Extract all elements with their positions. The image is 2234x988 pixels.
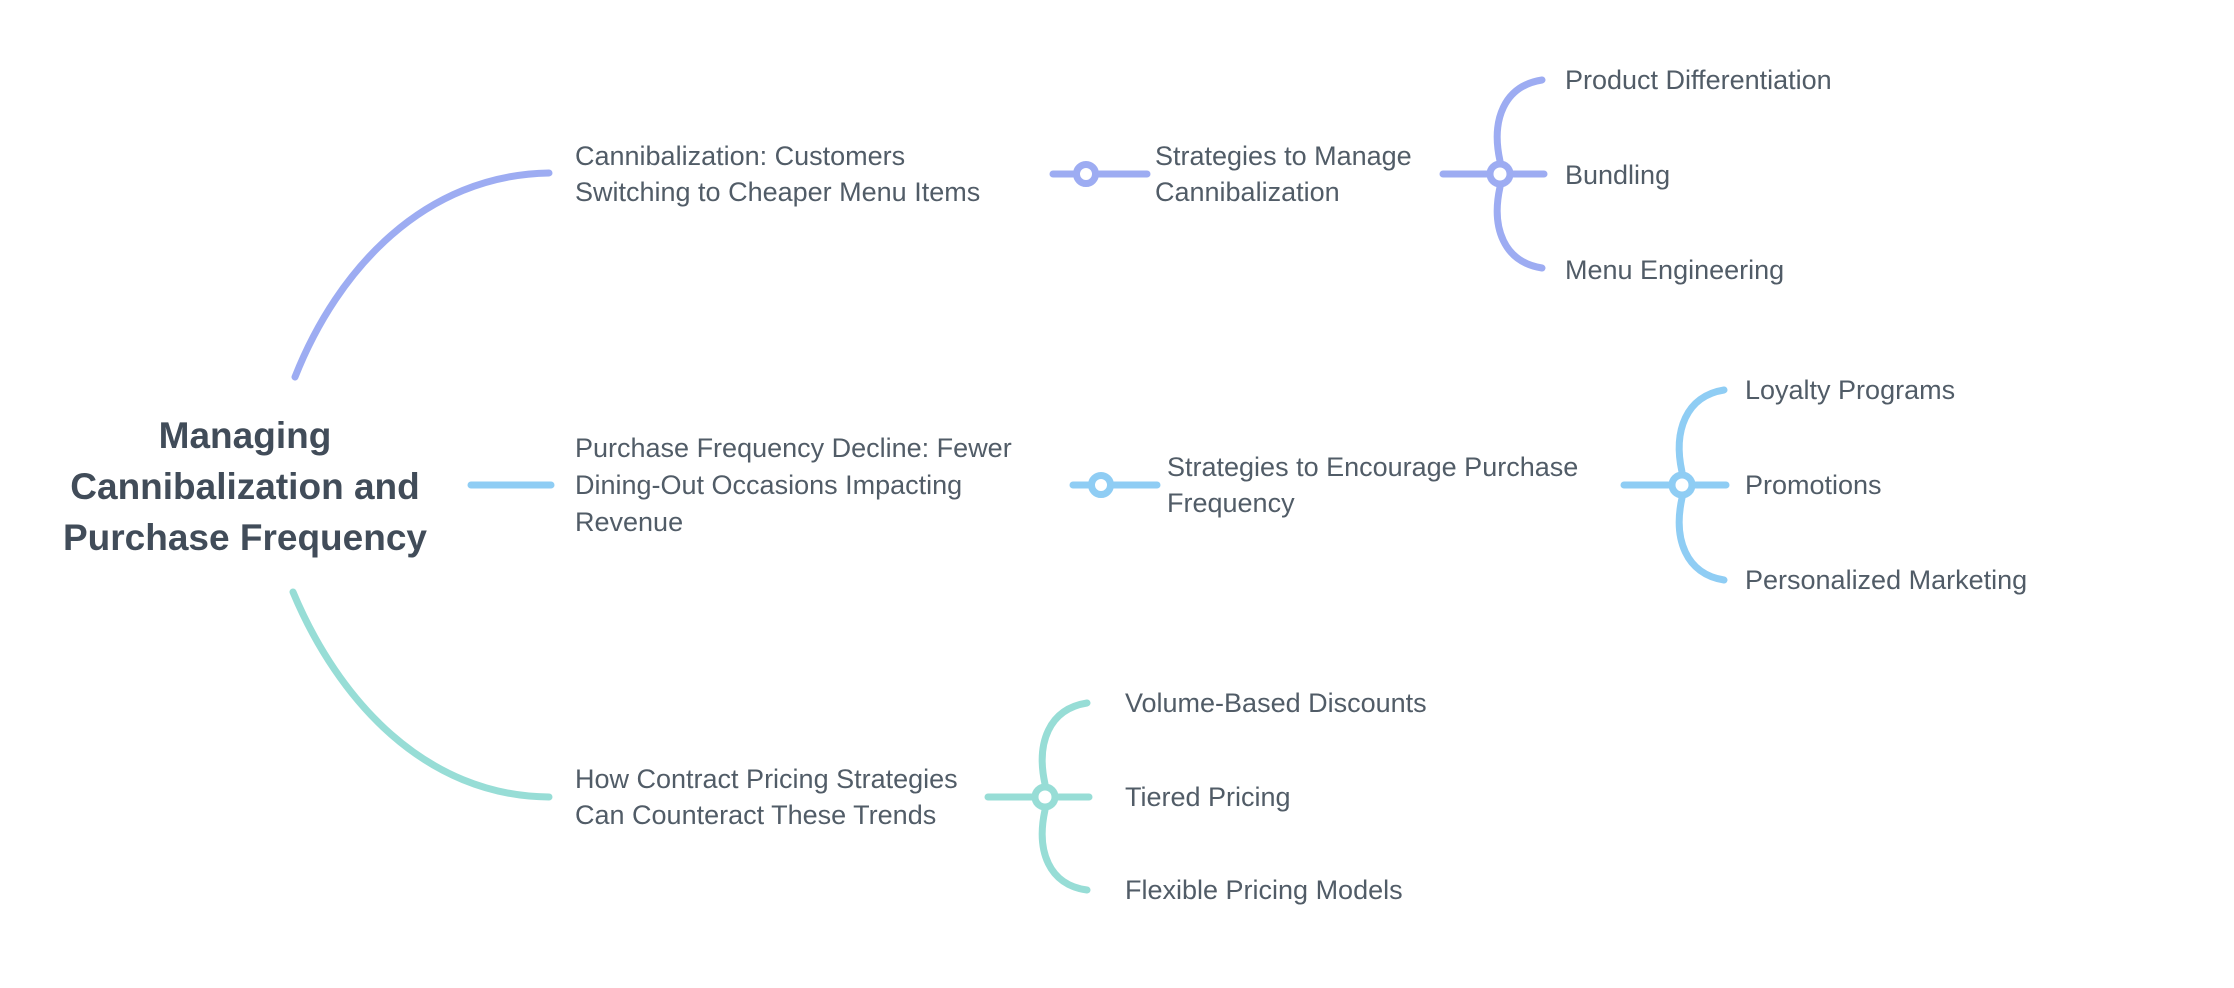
branch2-child3-curve	[1675, 494, 1728, 584]
root-to-branch3-curve	[289, 588, 553, 801]
branch3-child1-curve	[1038, 699, 1091, 788]
branch1-child-menu-engineering[interactable]: Menu Engineering	[1565, 255, 1785, 285]
branch3-child3-curve	[1038, 806, 1091, 894]
branch1-expand-node-circle[interactable]	[1486, 160, 1514, 188]
branch2-expand-node-circle[interactable]	[1668, 471, 1696, 499]
branch1-connector-node-circle[interactable]	[1073, 161, 1099, 187]
root-to-branch1-curve	[291, 169, 553, 381]
branch1-child3-curve	[1493, 183, 1546, 272]
branch1-child1-curve	[1493, 76, 1546, 165]
root-topic[interactable]: Managing Cannibalization and Purchase Fr…	[63, 415, 427, 558]
branch1-topic[interactable]: Cannibalization: Customers Switching to …	[575, 141, 981, 207]
branch2-connector-node-circle[interactable]	[1088, 472, 1114, 498]
branch2-child-loyalty-programs[interactable]: Loyalty Programs	[1745, 375, 1956, 405]
branch2-subtopic[interactable]: Strategies to Encourage Purchase Frequen…	[1167, 452, 1579, 518]
branch2-child1-curve	[1675, 386, 1728, 476]
branch3-topic[interactable]: How Contract Pricing Strategies Can Coun…	[575, 764, 958, 830]
branch2-topic[interactable]: Purchase Frequency Decline: Fewer Dining…	[575, 433, 1012, 537]
branch3-child-volume-based-discounts[interactable]: Volume-Based Discounts	[1125, 688, 1427, 718]
branch1-subtopic[interactable]: Strategies to Manage Cannibalization	[1155, 141, 1412, 207]
branch1-child-bundling[interactable]: Bundling	[1565, 160, 1671, 190]
branch3-child-tiered-pricing[interactable]: Tiered Pricing	[1125, 782, 1291, 812]
branch2-child-personalized-marketing[interactable]: Personalized Marketing	[1745, 565, 2028, 595]
branch2-child-promotions[interactable]: Promotions	[1745, 470, 1882, 500]
branch3-child-flexible-pricing-models[interactable]: Flexible Pricing Models	[1125, 875, 1403, 905]
branch1-child-product-differentiation[interactable]: Product Differentiation	[1565, 65, 1832, 95]
branch3-expand-node-circle[interactable]	[1031, 783, 1059, 811]
